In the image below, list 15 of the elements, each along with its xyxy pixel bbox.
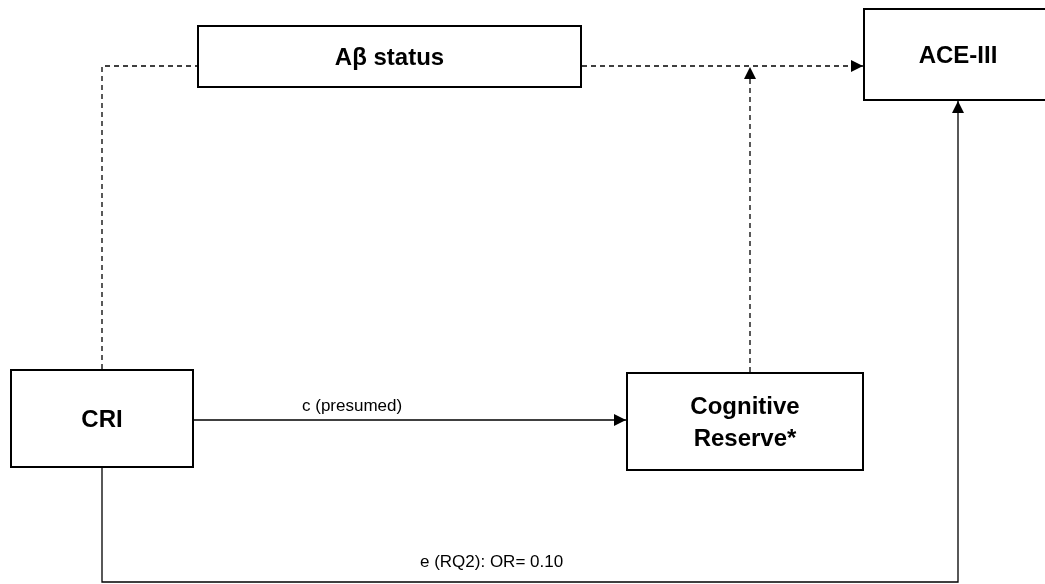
dashed-arrow xyxy=(581,60,864,72)
arrow xyxy=(101,100,964,583)
variable-box xyxy=(863,8,1045,101)
variable-name: Cognitive Reserve* xyxy=(689,391,801,453)
edge-label: e (RQ2): OR= 0.10 xyxy=(418,552,566,572)
variable-box xyxy=(10,369,194,468)
variable-name: ACE-III xyxy=(918,39,998,70)
variable-box xyxy=(626,372,864,471)
variable-box xyxy=(197,25,582,88)
dashed-line xyxy=(101,65,198,370)
arrow xyxy=(193,414,627,426)
dashed-arrow xyxy=(744,66,756,373)
variable-name: CRI xyxy=(81,403,123,434)
edge-label: c (presumed) xyxy=(300,396,405,416)
variable-name: Aβ status xyxy=(334,41,445,72)
